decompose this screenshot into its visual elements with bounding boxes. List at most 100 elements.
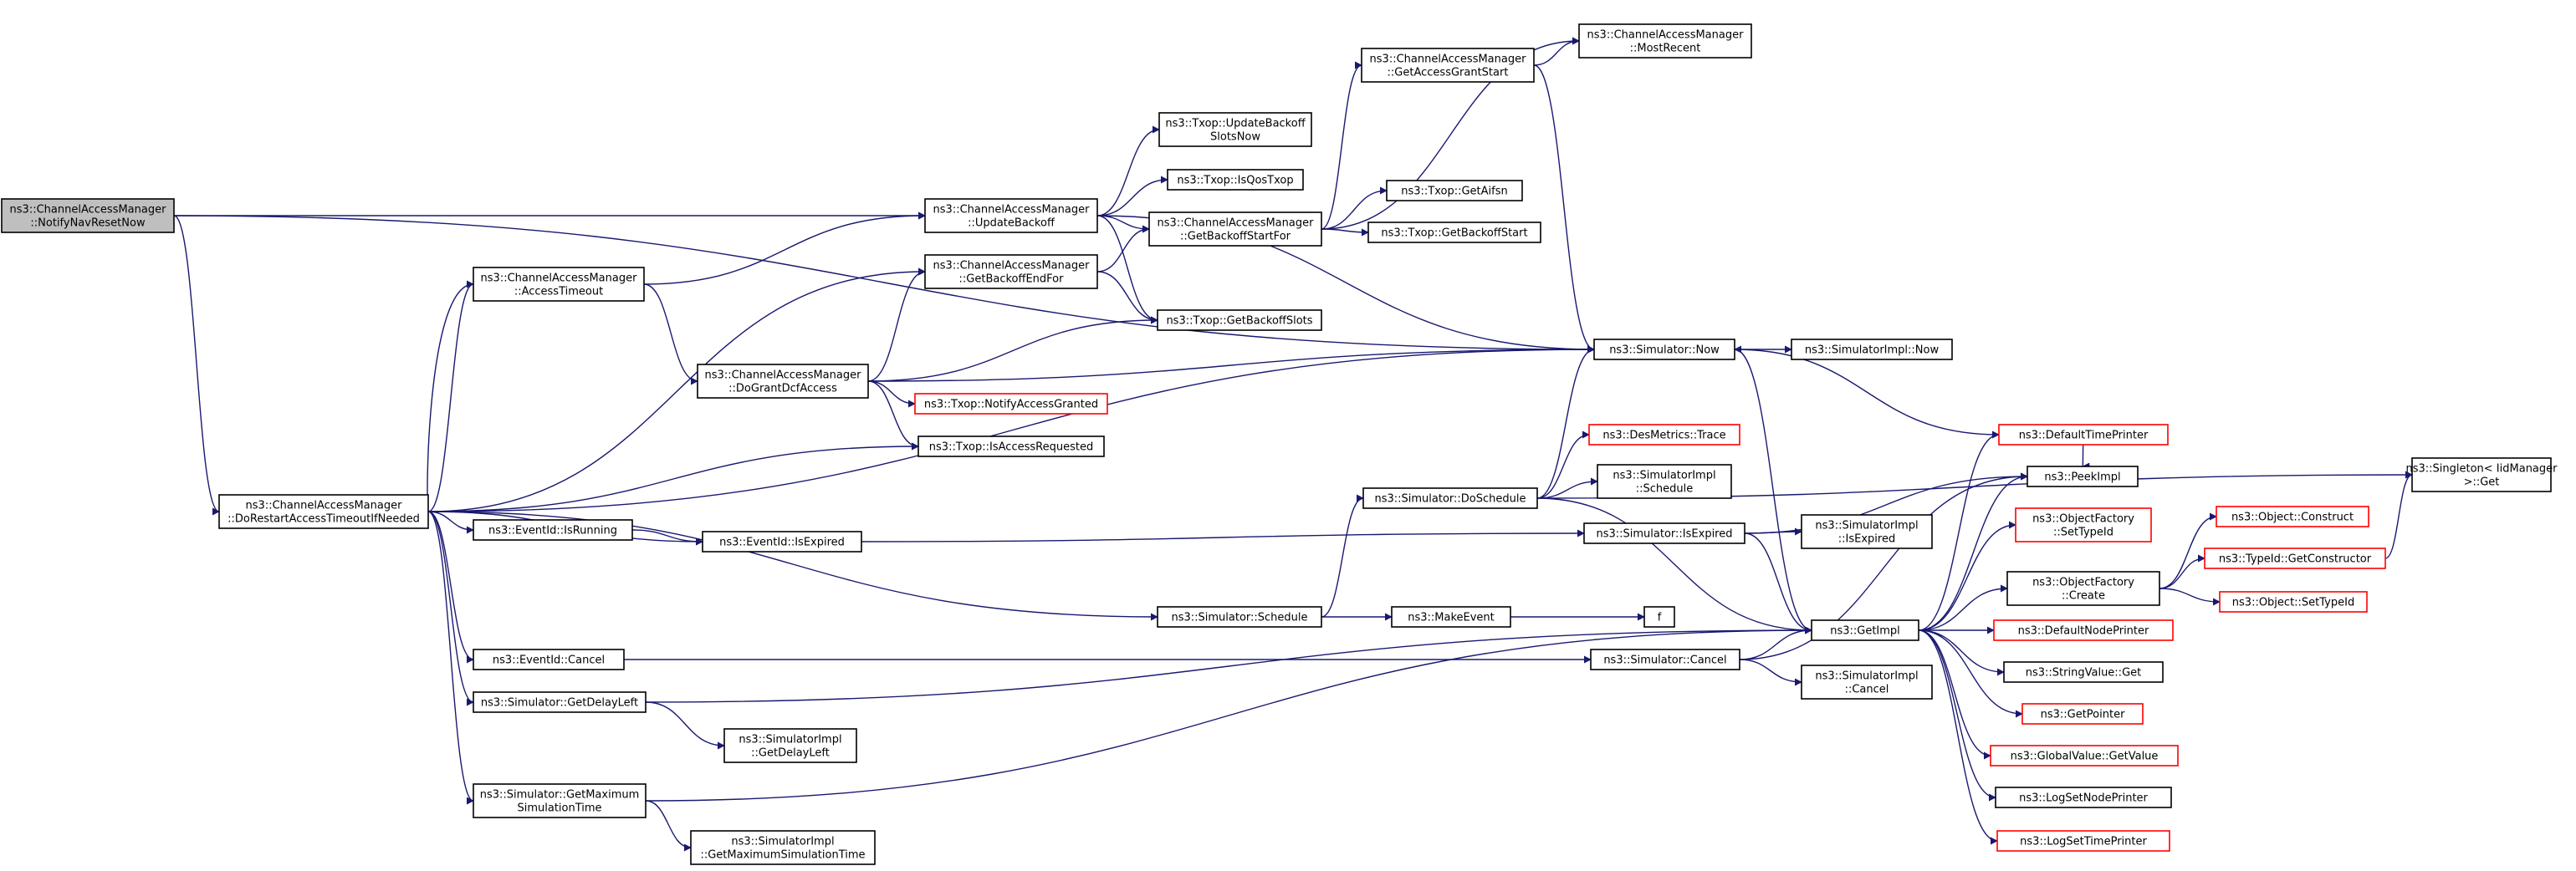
node-root[interactable]: ns3::ChannelAccessManager::NotifyNavRese…	[1, 198, 175, 233]
node-box[interactable]	[914, 393, 1108, 415]
node-box[interactable]	[2027, 466, 2139, 487]
node-box[interactable]	[723, 728, 857, 763]
node-box[interactable]	[1993, 619, 2174, 641]
node-peek-impl[interactable]: ns3::PeekImpl	[2027, 466, 2139, 487]
node-box[interactable]	[473, 519, 633, 541]
node-sim-delayleft[interactable]: ns3::Simulator::GetDelayLeft	[473, 691, 647, 713]
node-box[interactable]	[1578, 23, 1752, 59]
node-simimpl-isexpired[interactable]: ns3::SimulatorImpl::IsExpired	[1801, 514, 1933, 549]
node-box[interactable]	[1157, 606, 1322, 628]
node-box[interactable]	[917, 436, 1105, 457]
node-do-schedule[interactable]: ns3::Simulator::DoSchedule	[1362, 487, 1538, 509]
node-globalvalue-get[interactable]: ns3::GlobalValue::GetValue	[1990, 745, 2179, 767]
node-box[interactable]	[2219, 591, 2368, 613]
node-eventid-expired[interactable]: ns3::EventId::IsExpired	[702, 531, 862, 553]
node-restart[interactable]: ns3::ChannelAccessManager::DoRestartAcce…	[218, 494, 429, 529]
node-box[interactable]	[473, 691, 647, 713]
node-box[interactable]	[473, 267, 645, 302]
node-sim-maxtime[interactable]: ns3::Simulator::GetMaximumSimulationTime	[473, 783, 647, 818]
node-do-grant[interactable]: ns3::ChannelAccessManager::DoGrantDcfAcc…	[697, 364, 869, 399]
node-box[interactable]	[702, 531, 862, 553]
node-box[interactable]	[1801, 514, 1933, 549]
node-grant-start[interactable]: ns3::ChannelAccessManager::GetAccessGran…	[1361, 48, 1535, 83]
node-box[interactable]	[697, 364, 869, 399]
node-box[interactable]	[1791, 339, 1953, 360]
node-box[interactable]	[2015, 507, 2152, 542]
node-box[interactable]	[1167, 169, 1304, 191]
node-sim-now[interactable]: ns3::Simulator::Now	[1593, 339, 1735, 360]
node-simimpl-maxtime[interactable]: ns3::SimulatorImpl::GetMaximumSimulation…	[690, 830, 876, 865]
node-simimpl-now[interactable]: ns3::SimulatorImpl::Now	[1791, 339, 1953, 360]
node-txop-aifsn[interactable]: ns3::Txop::GetAifsn	[1386, 180, 1523, 201]
node-default-node-printer[interactable]: ns3::DefaultNodePrinter	[1993, 619, 2174, 641]
node-box[interactable]	[1590, 649, 1740, 670]
node-box[interactable]	[473, 783, 647, 818]
node-box[interactable]	[1995, 787, 2172, 808]
node-box[interactable]	[1148, 211, 1322, 247]
node-box[interactable]	[924, 198, 1098, 233]
node-of-create[interactable]: ns3::ObjectFactory::Create	[2006, 571, 2160, 606]
node-of-settypeid[interactable]: ns3::ObjectFactory::SetTypeId	[2015, 507, 2152, 542]
node-update-backoff[interactable]: ns3::ChannelAccessManager::UpdateBackoff	[924, 198, 1098, 233]
node-box[interactable]	[2006, 571, 2160, 606]
node-box[interactable]	[218, 494, 429, 529]
node-log-time-printer[interactable]: ns3::LogSetTimePrinter	[1996, 830, 2170, 852]
node-box[interactable]	[1362, 487, 1538, 509]
node-box[interactable]	[2216, 506, 2369, 527]
node-get-pointer[interactable]: ns3::GetPointer	[2021, 703, 2144, 725]
node-des-trace[interactable]: ns3::DesMetrics::Trace	[1588, 424, 1740, 446]
node-box[interactable]	[1583, 522, 1745, 544]
node-simimpl-schedule[interactable]: ns3::SimulatorImpl::Schedule	[1597, 464, 1732, 499]
node-get-backoff-start-for[interactable]: ns3::ChannelAccessManager::GetBackoffSta…	[1148, 211, 1322, 247]
node-box[interactable]	[2204, 548, 2386, 569]
node-box[interactable]	[1597, 464, 1732, 499]
node-get-impl[interactable]: ns3::GetImpl	[1811, 619, 1919, 641]
node-default-time-printer[interactable]: ns3::DefaultTimePrinter	[1998, 424, 2169, 446]
node-txop-isqos[interactable]: ns3::Txop::IsQosTxop	[1167, 169, 1304, 191]
node-sim-cancel[interactable]: ns3::Simulator::Cancel	[1590, 649, 1740, 670]
node-box[interactable]	[1157, 309, 1322, 331]
node-simimpl-delayleft[interactable]: ns3::SimulatorImpl::GetDelayLeft	[723, 728, 857, 763]
node-access-timeout[interactable]: ns3::ChannelAccessManager::AccessTimeout	[473, 267, 645, 302]
node-get-backoff-end[interactable]: ns3::ChannelAccessManager::GetBackoffEnd…	[924, 254, 1098, 289]
node-txop-get-slots[interactable]: ns3::Txop::GetBackoffSlots	[1157, 309, 1322, 331]
node-box[interactable]	[1588, 424, 1740, 446]
node-box[interactable]	[1990, 745, 2179, 767]
node-box[interactable]	[924, 254, 1098, 289]
node-txop-isrequested[interactable]: ns3::Txop::IsAccessRequested	[917, 436, 1105, 457]
node-simimpl-cancel[interactable]: ns3::SimulatorImpl::Cancel	[1801, 665, 1933, 700]
node-box[interactable]	[2003, 661, 2164, 683]
node-txop-backoff-start[interactable]: ns3::Txop::GetBackoffStart	[1367, 222, 1541, 243]
node-box[interactable]	[1158, 112, 1312, 147]
node-box[interactable]	[1996, 830, 2170, 852]
node-eventid-running[interactable]: ns3::EventId::IsRunning	[473, 519, 633, 541]
node-box[interactable]	[1367, 222, 1541, 243]
node-most-recent[interactable]: ns3::ChannelAccessManager::MostRecent	[1578, 23, 1752, 59]
node-txop-notify[interactable]: ns3::Txop::NotifyAccessGranted	[914, 393, 1108, 415]
node-box[interactable]	[1386, 180, 1523, 201]
node-box[interactable]	[1811, 619, 1919, 641]
node-sim-schedule[interactable]: ns3::Simulator::Schedule	[1157, 606, 1322, 628]
node-box[interactable]	[1801, 665, 1933, 700]
node-box[interactable]	[1643, 606, 1675, 628]
node-sim-isexpired[interactable]: ns3::Simulator::IsExpired	[1583, 522, 1745, 544]
node-box[interactable]	[2411, 457, 2552, 492]
node-stringvalue-get[interactable]: ns3::StringValue::Get	[2003, 661, 2164, 683]
node-box[interactable]	[2021, 703, 2144, 725]
node-object-settypeid[interactable]: ns3::Object::SetTypeId	[2219, 591, 2368, 613]
node-box[interactable]	[1593, 339, 1735, 360]
node-typeid-getconstructor[interactable]: ns3::TypeId::GetConstructor	[2204, 548, 2386, 569]
node-box[interactable]	[1391, 606, 1511, 628]
node-eventid-cancel[interactable]: ns3::EventId::Cancel	[473, 649, 625, 670]
node-box[interactable]	[473, 649, 625, 670]
node-box[interactable]	[1, 198, 175, 233]
node-box[interactable]	[690, 830, 876, 865]
node-f[interactable]: f	[1643, 606, 1675, 628]
node-box[interactable]	[1361, 48, 1535, 83]
node-log-node-printer[interactable]: ns3::LogSetNodePrinter	[1995, 787, 2172, 808]
node-make-event[interactable]: ns3::MakeEvent	[1391, 606, 1511, 628]
node-box[interactable]	[1998, 424, 2169, 446]
node-object-construct[interactable]: ns3::Object::Construct	[2216, 506, 2369, 527]
node-singleton-get[interactable]: ns3::Singleton< IidManager >::Get	[2405, 457, 2558, 492]
